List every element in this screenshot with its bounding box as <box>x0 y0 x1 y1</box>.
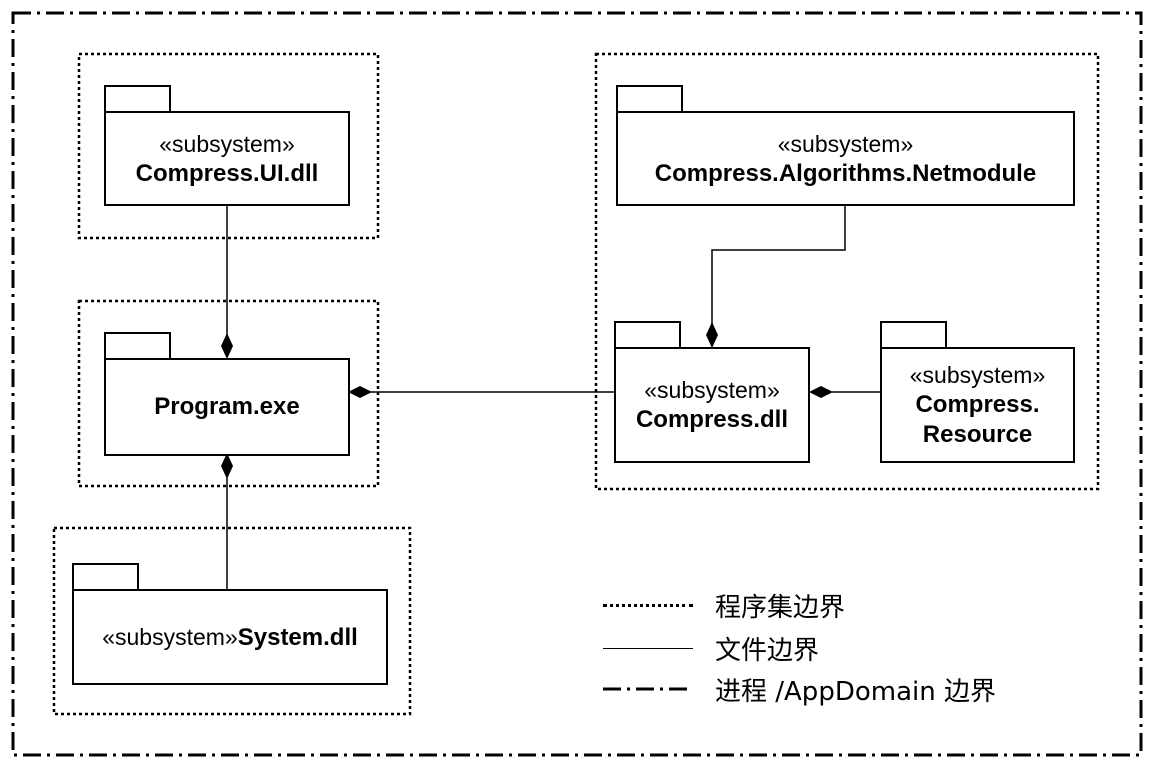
package-resource-tab <box>880 321 947 351</box>
connector-algorithms-compress <box>711 206 846 330</box>
package-algorithms-tab <box>616 85 683 115</box>
legend-process-boundary-label: 进程 /AppDomain 边界 <box>715 676 996 707</box>
legend-file-boundary: 文件边界 <box>603 632 820 666</box>
package-compress-name: Compress.dll <box>635 406 789 433</box>
package-algorithms[interactable]: «subsystem» Compress.Algorithms.Netmodul… <box>616 85 1075 206</box>
package-ui-stereotype: «subsystem» <box>159 130 295 157</box>
package-program-tab <box>104 332 171 362</box>
legend-solid-line <box>603 647 693 649</box>
package-compress-stereotype: «subsystem» <box>644 377 780 403</box>
package-system[interactable]: «subsystem» System.dll <box>72 563 388 685</box>
legend-process-boundary: 进程 /AppDomain 边界 <box>603 673 996 707</box>
package-program-name: Program.exe <box>154 393 300 420</box>
legend-dotted-line <box>603 603 693 607</box>
package-compress[interactable]: «subsystem» Compress.dll <box>614 321 810 463</box>
legend-file-boundary-label: 文件边界 <box>715 635 820 666</box>
diamond-resource-compress <box>809 386 833 398</box>
package-system-name: System.dll <box>237 623 358 651</box>
legend-assembly-boundary: 程序集边界 <box>603 589 846 623</box>
assembly-boundary-system <box>52 526 412 716</box>
package-resource-name-line1: Compress. <box>915 391 1040 418</box>
package-resource[interactable]: «subsystem» Compress. Resource <box>880 321 1075 463</box>
diamond-program-compress <box>348 386 372 398</box>
process-boundary <box>11 11 1143 757</box>
package-program[interactable]: Program.exe <box>104 332 350 456</box>
assembly-boundary-compress <box>594 52 1100 491</box>
package-ui[interactable]: «subsystem» Compress.UI.dll <box>104 85 350 206</box>
package-algorithms-name: Compress.Algorithms.Netmodule <box>654 159 1037 187</box>
assembly-boundary-ui <box>77 52 380 240</box>
package-resource-name-line2: Resource <box>922 421 1033 448</box>
diamond-system-program <box>221 453 233 479</box>
assembly-boundary-program <box>77 299 380 488</box>
diamond-algorithms-compress <box>706 322 718 348</box>
diamond-ui-program <box>221 333 233 359</box>
package-algorithms-stereotype: «subsystem» <box>777 130 914 157</box>
package-ui-name: Compress.UI.dll <box>135 159 319 187</box>
legend-dashdot-line <box>603 687 693 691</box>
legend-assembly-boundary-label: 程序集边界 <box>715 592 846 623</box>
package-system-stereotype: «subsystem» <box>102 623 238 650</box>
package-ui-tab <box>104 85 171 115</box>
package-resource-stereotype: «subsystem» <box>909 362 1046 388</box>
